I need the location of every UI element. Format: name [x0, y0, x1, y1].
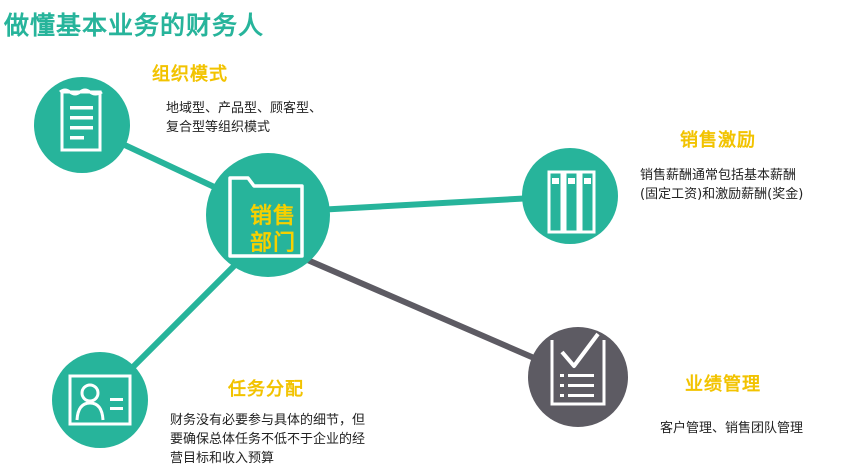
- task-desc-line: 要确保总体任务不低不于企业的经: [170, 432, 366, 447]
- incentive-desc: 销售薪酬通常包括基本薪酬 (固定工资)和激励薪酬(奖金): [640, 166, 803, 204]
- checklist-icon: [550, 332, 606, 406]
- connector-performance: [294, 252, 580, 380]
- center-label-line2: 部门: [249, 231, 296, 256]
- task-desc-line: 财务没有必要参与具体的细节，但: [170, 413, 366, 428]
- node-center: [206, 153, 330, 277]
- task-title: 任务分配: [228, 379, 304, 400]
- org-desc: 地域型、产品型、顾客型、 复合型等组织模式: [166, 99, 322, 137]
- performance-desc-line: 客户管理、销售团队管理: [660, 421, 804, 436]
- folder-icon: [228, 176, 304, 258]
- binders-icon: [547, 170, 596, 234]
- task-desc-line: 营目标和收入预算: [170, 451, 275, 466]
- incentive-desc-line: 销售薪酬通常包括基本薪酬: [640, 168, 797, 183]
- document-list-icon: [59, 88, 103, 152]
- node-performance: [528, 327, 628, 427]
- org-desc-line: 地域型、产品型、顾客型、: [166, 101, 323, 116]
- performance-desc: 客户管理、销售团队管理: [660, 419, 803, 438]
- task-desc: 财务没有必要参与具体的细节，但 要确保总体任务不低不于企业的经 营目标和收入预算: [170, 411, 365, 468]
- org-title: 组织模式: [152, 64, 228, 85]
- performance-title: 业绩管理: [685, 374, 761, 395]
- center-label: 销售 部门: [238, 203, 308, 257]
- incentive-desc-line: (固定工资)和激励薪酬(奖金): [640, 187, 804, 202]
- node-incentive: [522, 148, 618, 244]
- incentive-title: 销售激励: [680, 130, 756, 151]
- page-title: 做懂基本业务的财务人: [4, 11, 265, 40]
- node-task: [52, 352, 148, 448]
- center-label-line1: 销售: [249, 204, 296, 229]
- node-org: [34, 77, 130, 173]
- org-desc-line: 复合型等组织模式: [166, 120, 271, 135]
- id-card-icon: [68, 374, 132, 426]
